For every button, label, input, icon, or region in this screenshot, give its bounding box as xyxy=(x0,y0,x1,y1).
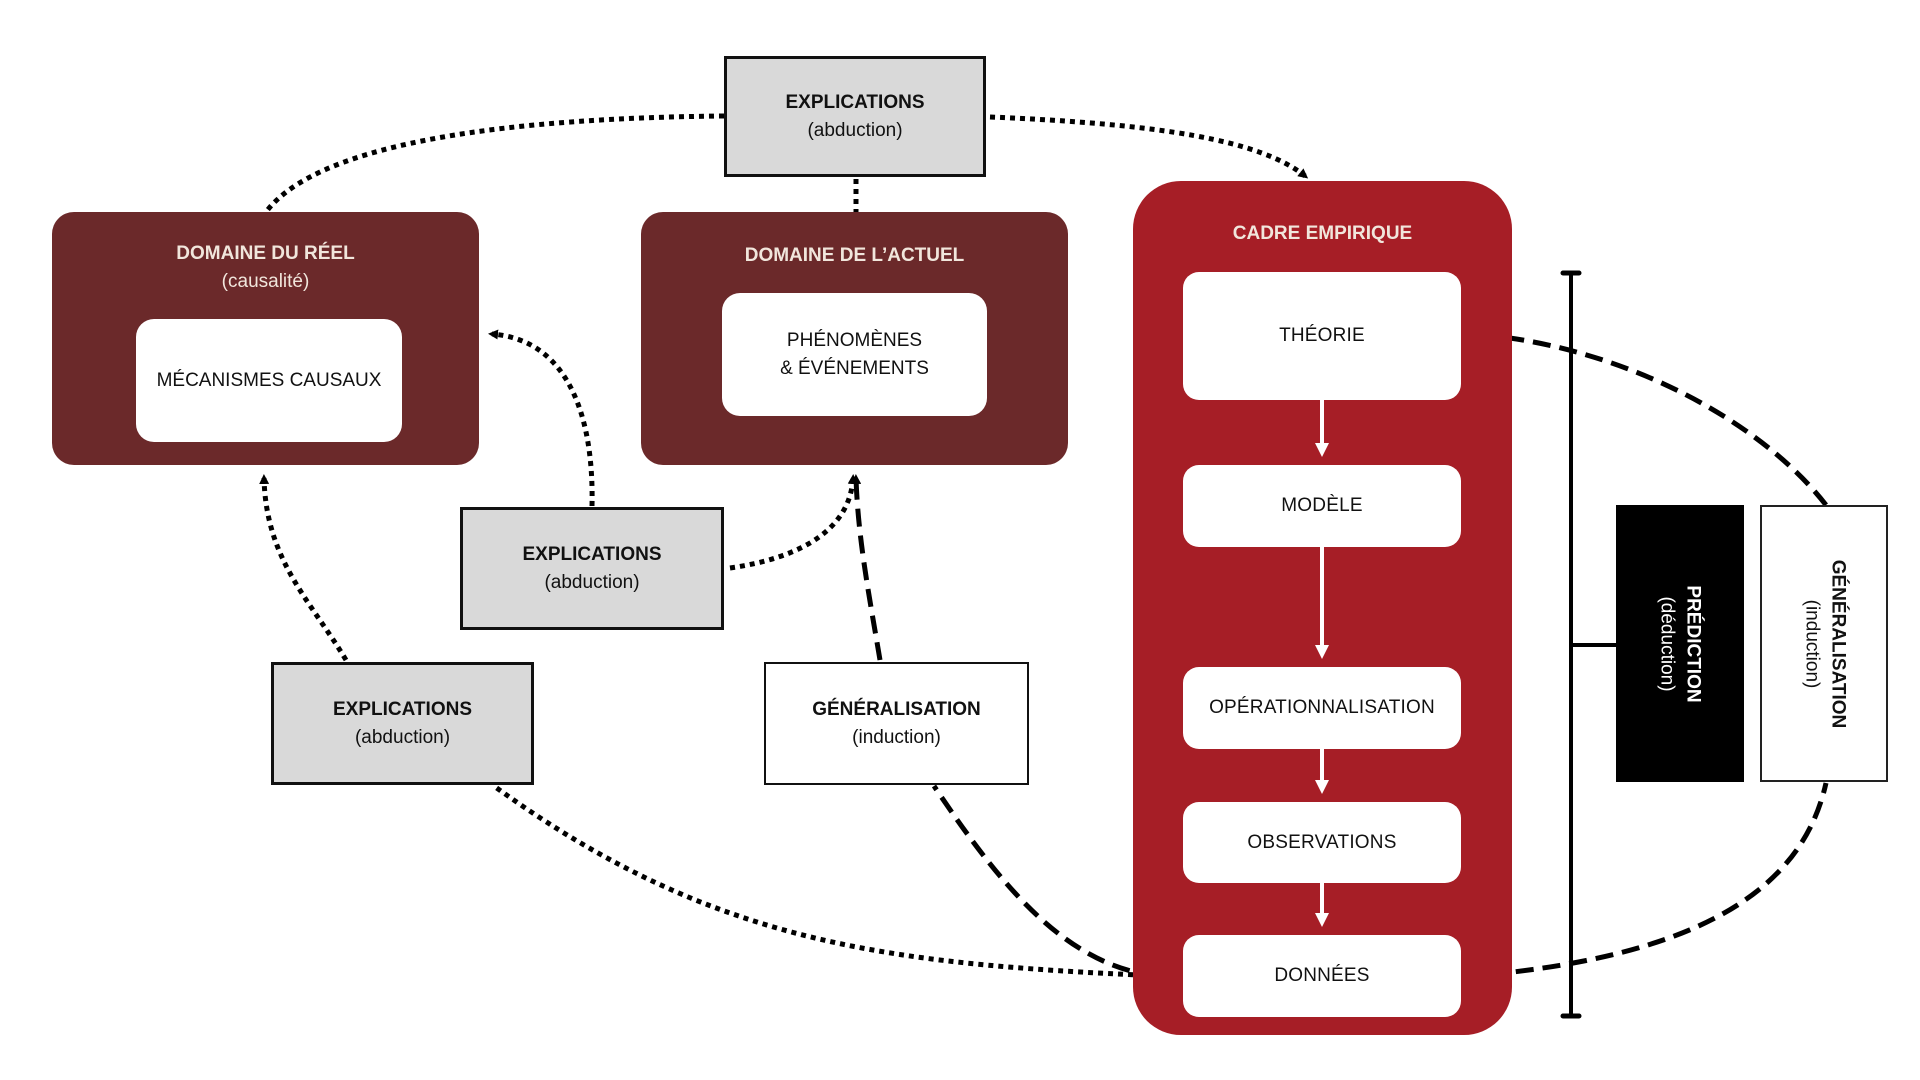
connector-mid-explications-to-actuel xyxy=(729,474,858,571)
domaine-actuel-title: DOMAINE DE L’ACTUEL xyxy=(744,245,965,266)
step-modele-label: MODÈLE xyxy=(1281,495,1363,516)
connector-donnees-to-gen-vertical xyxy=(1461,782,1829,980)
step-operationnalisation: OPÉRATIONNALISATION xyxy=(1183,667,1461,749)
phenomenes-evenements-box: PHÉNOMÈNES & ÉVÉNEMENTS xyxy=(722,293,987,416)
explications-bottom-left-subtitle: (abduction) xyxy=(354,726,451,748)
explications-top-subtitle: (abduction) xyxy=(807,119,903,141)
generalisation-vertical-box: GÉNÉRALISATION (induction) xyxy=(1760,505,1888,782)
explications-middle-title: EXPLICATIONS xyxy=(522,543,662,565)
step-donnees: DONNÉES xyxy=(1183,935,1461,1017)
mecanismes-causaux-box: MÉCANISMES CAUSAUX xyxy=(136,319,402,442)
connector-mid-explications-to-reel xyxy=(488,329,595,507)
step-observations-label: OBSERVATIONS xyxy=(1247,831,1397,853)
prediction-title: PRÉDICTION xyxy=(1683,584,1704,703)
explications-middle-box: EXPLICATIONS (abduction) xyxy=(460,507,724,630)
step-observations: OBSERVATIONS xyxy=(1183,802,1461,883)
domaine-reel-container: DOMAINE DU RÉEL (causalité) MÉCANISMES C… xyxy=(52,212,479,465)
generalisation-title: GÉNÉRALISATION xyxy=(812,698,981,720)
domaine-actuel-container: DOMAINE DE L’ACTUEL PHÉNOMÈNES & ÉVÉNEME… xyxy=(641,212,1068,465)
explications-middle-subtitle: (abduction) xyxy=(544,571,640,593)
explications-bottom-left-title: EXPLICATIONS xyxy=(333,698,472,720)
generalisation-box: GÉNÉRALISATION (induction) xyxy=(764,662,1029,785)
connector-generalisation-to-actuel xyxy=(851,474,883,661)
step-operationnalisation-label: OPÉRATIONNALISATION xyxy=(1209,697,1435,718)
evenements-label: & ÉVÉNEMENTS xyxy=(780,357,929,379)
domaine-reel-subtitle: (causalité) xyxy=(221,271,310,292)
connector-donnees-to-bl-explications xyxy=(492,783,1184,980)
generalisation-subtitle: (induction) xyxy=(852,726,941,748)
connector-top-explications-to-cadre xyxy=(989,114,1309,179)
step-theorie: THÉORIE xyxy=(1183,272,1461,400)
explications-top-title: EXPLICATIONS xyxy=(785,91,925,113)
prediction-box: PRÉDICTION (déduction) xyxy=(1616,505,1744,782)
prediction-subtitle: (déduction) xyxy=(1657,595,1678,692)
generalisation-vertical-subtitle: (induction) xyxy=(1801,599,1823,688)
cadre-flow-arrows xyxy=(1315,400,1329,927)
step-theorie-label: THÉORIE xyxy=(1279,325,1365,346)
explications-bottom-left-box: EXPLICATIONS (abduction) xyxy=(271,662,534,785)
connector-top-explications-to-reel xyxy=(264,113,725,214)
connector-bl-explications-to-reel xyxy=(259,474,349,662)
cadre-empirique-container: CADRE EMPIRIQUE THÉORIE MODÈLE OPÉRATION… xyxy=(1133,181,1512,1035)
explications-top-box: EXPLICATIONS (abduction) xyxy=(724,56,986,177)
phenomenes-label: PHÉNOMÈNES xyxy=(786,329,923,351)
generalisation-vertical-title: GÉNÉRALISATION xyxy=(1827,559,1849,728)
step-modele: MODÈLE xyxy=(1183,465,1461,547)
step-donnees-label: DONNÉES xyxy=(1274,965,1370,986)
mecanismes-causaux-label: MÉCANISMES CAUSAUX xyxy=(156,369,382,391)
cadre-empirique-title: CADRE EMPIRIQUE xyxy=(1232,223,1413,244)
domaine-reel-title: DOMAINE DU RÉEL xyxy=(176,243,355,264)
connector-gen-vertical-to-theorie xyxy=(1470,329,1828,507)
